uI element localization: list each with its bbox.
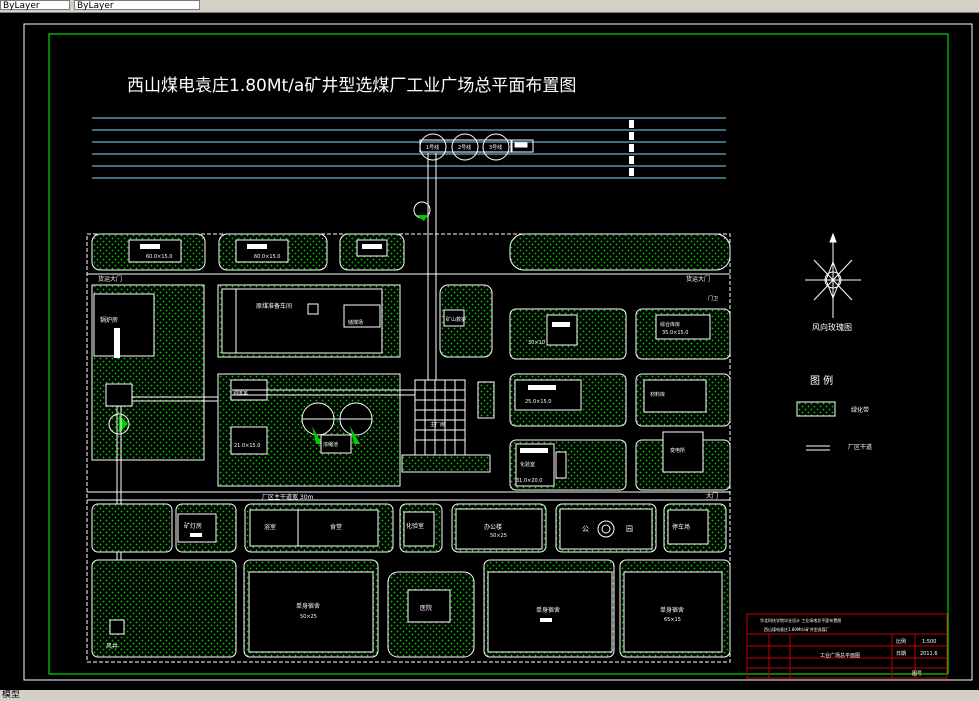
compass-rose-icon [805, 232, 861, 318]
park-label-a: 公 [582, 525, 589, 533]
gate-top-left: 货运大门 [98, 275, 122, 283]
warehouse-size: 35.0×15.0 [662, 330, 688, 336]
title-block-line1: 华北科技学院毕业设计 工业场地总平面布置图 [760, 617, 841, 623]
office-size: 50×25 [490, 533, 507, 539]
legend-green-swatch [796, 401, 836, 417]
green-lower-left [91, 559, 237, 658]
date-label: 日期 [896, 651, 906, 657]
inner-frame [48, 33, 949, 675]
rescue-label: 矿山救护 [446, 316, 466, 323]
gate-right-small: 门卫 [708, 295, 718, 302]
status-bar: 模型 [0, 690, 979, 701]
boiler-label: 锅炉房 [100, 316, 118, 324]
repair-size: 25.0×15.0 [525, 399, 551, 405]
power-label: 变电所 [670, 447, 685, 454]
gate-top-right: 货运大门 [686, 275, 710, 283]
rail-stop-markers [629, 120, 634, 176]
railway-lines [92, 117, 726, 179]
gate-right: 大门 [706, 492, 718, 500]
title-block-line2: 西山煤电袁庄1.80Mt/a矿井型选煤厂 [764, 626, 830, 632]
store-label: 材料库 [650, 391, 665, 398]
date-value: 2011.6 [920, 651, 938, 657]
site-boundary [86, 233, 731, 663]
title-block [746, 613, 948, 679]
compass-label: 风向玫瑰图 [812, 322, 852, 332]
linetype-dropdown[interactable]: ByLayer [74, 0, 200, 11]
office-label: 办公楼 [484, 523, 502, 531]
hospital-label: 医院 [420, 604, 432, 612]
layer-dropdown[interactable]: ByLayer [0, 0, 70, 11]
bldg-b-size: 60.0×15.0 [254, 254, 280, 260]
slime-label: 浓缩池 [323, 441, 338, 448]
dorm1-size: 50×25 [300, 614, 317, 620]
bath-label: 浴室 [264, 523, 276, 531]
main-plant-grid [414, 379, 466, 456]
size-21x15: 21.0×15.0 [234, 443, 260, 449]
dorm1-label: 单身宿舍 [296, 602, 320, 610]
washery-label: 原煤准备车间 [256, 302, 292, 310]
dorm3-size: 65×15 [664, 617, 681, 623]
legend-title: 图 例 [810, 374, 833, 387]
green-block-d [509, 233, 731, 271]
drawing-title: 西山煤电袁庄1.80Mt/a矿井型选煤厂工业广场总平面布置图 [127, 76, 576, 96]
lab-label-2: 化验室 [406, 522, 424, 530]
legend-green-label: 绿化带 [851, 406, 869, 414]
shaft-label: 主厂房 [430, 421, 445, 428]
scale-label: 比例 [896, 638, 906, 645]
boiler-house [93, 293, 155, 357]
warehouse-label: 综合库房 [660, 321, 680, 328]
green-bottom-1 [91, 503, 173, 553]
park-label-b: 园 [626, 525, 633, 533]
outer-frame [23, 23, 973, 681]
status-text: 模型 [2, 690, 21, 700]
silo-label-1: 1号线 [426, 144, 439, 151]
dorm3-label: 单身宿舍 [660, 606, 684, 614]
size-30x10: 30×10 [528, 340, 545, 346]
conveyor-vertical [413, 153, 437, 380]
lab-label-1: 化验室 [520, 461, 535, 468]
road-label: 厂区主干道宽 30m [262, 493, 314, 501]
sheet-label: 图号 [912, 671, 922, 677]
rail-silos [419, 133, 534, 161]
bldg-a-size: 60.0×15.0 [146, 254, 172, 260]
parking-label: 停车场 [672, 523, 690, 531]
canteen-label: 食堂 [330, 523, 342, 531]
well-label: 风井 [106, 642, 118, 650]
silo-label-2: 2号线 [458, 144, 471, 151]
size-31x20: 31.0×20.0 [516, 478, 542, 484]
green-near-shaft [439, 284, 493, 358]
scale-value: 1:500 [922, 639, 936, 645]
legend-road-label: 厂区干道 [848, 443, 872, 451]
toolbar: ByLayer ByLayer [0, 0, 979, 13]
cad-drawing-canvas[interactable]: 西山煤电袁庄1.80Mt/a矿井型选煤厂工业广场总平面布置图 1号线 2号线 3… [0, 12, 979, 690]
title-block-drawing-name: 工业广场总平面图 [820, 652, 860, 659]
lamp-label: 矿灯房 [184, 522, 202, 530]
yard-label: 储煤场 [348, 319, 363, 326]
dispatch-label: 调度室 [233, 389, 248, 396]
silo-label-3: 3号线 [489, 144, 502, 151]
dorm2-label: 单身宿舍 [536, 606, 560, 614]
